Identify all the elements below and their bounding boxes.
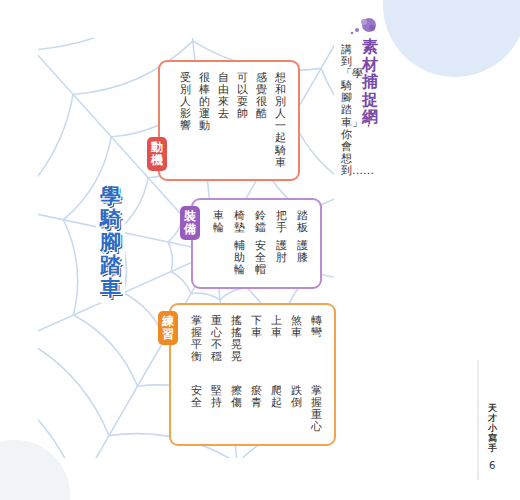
idea-item: 輔助輪 [234,240,245,276]
category-tag: 動機 [147,137,167,171]
item-column: 受別人影響 [180,72,191,132]
item-column: 踏板護膝 [297,210,308,264]
item-column: 感覺很酷 [256,72,267,120]
item-column: 下車瘀青 [251,315,262,409]
item-column: 重心不穩堅持 [211,315,222,409]
series-name: 天才小寫手 [488,404,497,453]
item-column: 把手護肘 [276,210,287,264]
brain-icon [351,18,376,34]
item-column: 可以耍帥 [237,72,248,120]
idea-item: 安全 [191,385,202,409]
idea-item: 爬起 [271,385,282,409]
idea-item: 安全帽 [255,240,266,276]
decor-circle [383,0,520,77]
item-columns: 踏板護膝把手護肘鈴鐺安全帽椅墊輔助輪車輪 [213,210,308,276]
idea-item: 下車 [251,315,262,385]
idea-item: 想和別人一起騎車 [275,72,286,169]
title: 素材捕捉網 [362,38,378,126]
idea-item: 重心不穩 [211,315,222,385]
page-number: 6 [489,460,495,471]
item-column: 自由來去 [218,72,229,120]
idea-item: 感覺很酷 [256,72,267,120]
category-tag: 練習 [158,311,178,345]
idea-item: 擦傷 [231,385,242,409]
item-column: 掌握平衡安全 [191,315,202,409]
idea-item: 鈴鐺 [255,210,266,240]
margin-rule [478,360,479,480]
idea-item: 搖搖晃晃 [231,315,242,385]
idea-item: 煞車 [291,315,302,385]
idea-item: 可以耍帥 [237,72,248,120]
idea-item: 很棒的運動 [199,72,210,132]
idea-item: 堅持 [211,385,222,409]
idea-item: 護膝 [297,240,308,264]
item-column: 鈴鐺安全帽 [255,210,266,276]
item-column: 很棒的運動 [199,72,210,132]
idea-item: 把手 [276,210,287,240]
center-topic: 學騎腳踏車 [96,182,125,303]
item-column: 椅墊輔助輪 [234,210,245,276]
idea-item: 轉彎 [311,315,322,385]
idea-item: 上車 [271,315,282,385]
item-column: 車輪 [213,210,224,240]
idea-item: 護肘 [276,240,287,264]
item-columns: 轉彎掌握重心煞車跌倒上車爬起下車瘀青搖搖晃晃擦傷重心不穩堅持掌握平衡安全 [191,315,322,433]
idea-item: 掌握重心 [311,385,322,433]
category-tag: 裝備 [180,206,200,240]
item-column: 想和別人一起騎車 [275,72,286,169]
idea-item: 跌倒 [291,385,302,409]
item-column: 搖搖晃晃擦傷 [231,315,242,409]
mind-map-box: 動機想和別人一起騎車感覺很酷可以耍帥自由來去很棒的運動受別人影響 [158,60,300,181]
mind-map-box: 裝備踏板護膝把手護肘鈴鐺安全帽椅墊輔助輪車輪 [191,198,322,289]
idea-item: 掌握平衡 [191,315,202,385]
idea-item: 自由來去 [218,72,229,120]
item-columns: 想和別人一起騎車感覺很酷可以耍帥自由來去很棒的運動受別人影響 [180,72,286,169]
idea-item: 車輪 [213,210,224,240]
spider-web [38,38,334,458]
item-column: 上車爬起 [271,315,282,409]
idea-item: 受別人影響 [180,72,191,132]
item-column: 煞車跌倒 [291,315,302,409]
mind-map-box: 練習轉彎掌握重心煞車跌倒上車爬起下車瘀青搖搖晃晃擦傷重心不穩堅持掌握平衡安全 [169,303,336,446]
idea-item: 踏板 [297,210,308,240]
item-column: 轉彎掌握重心 [311,315,322,433]
idea-item: 椅墊 [234,210,245,240]
subtitle: 講到「學騎腳踏車」，你會想到…… [341,44,352,177]
idea-item: 瘀青 [251,385,262,409]
